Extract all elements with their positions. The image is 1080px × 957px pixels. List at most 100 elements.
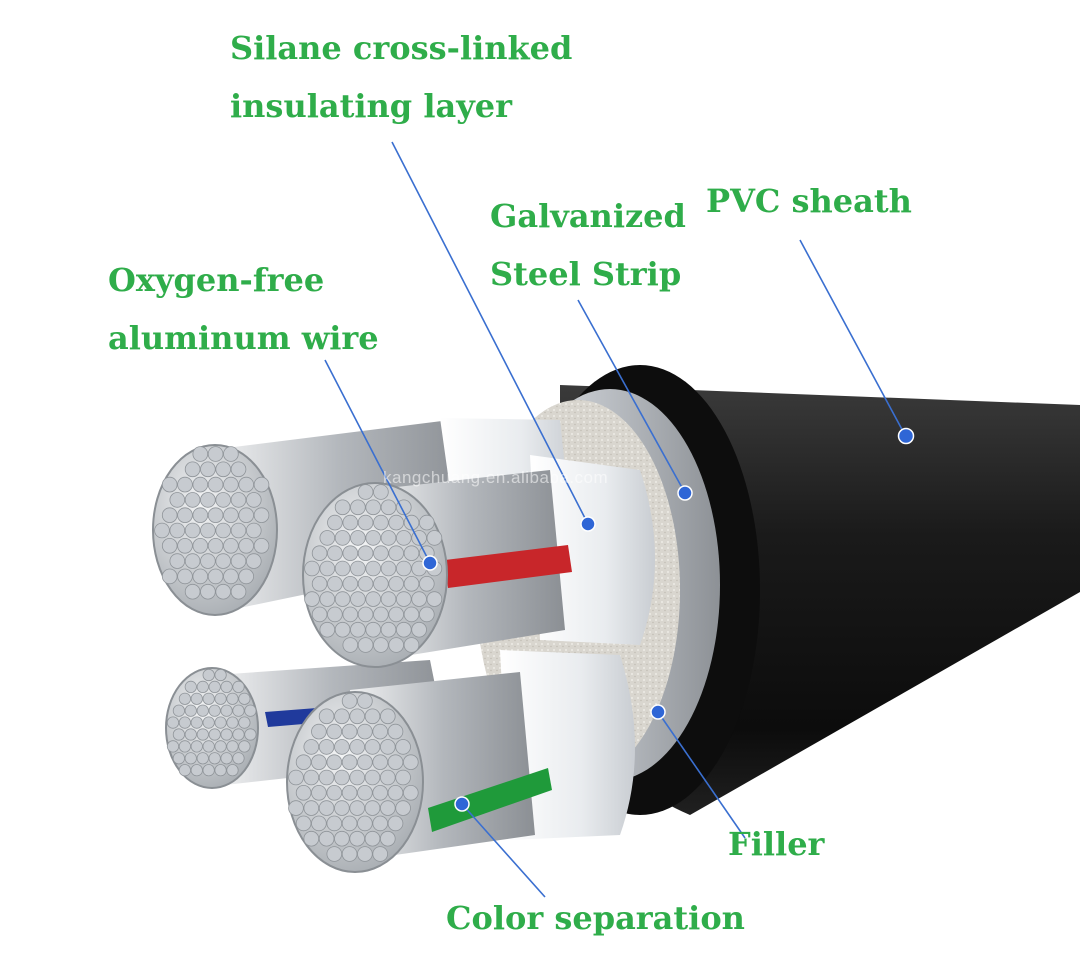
- strand-0: [230, 553, 247, 569]
- strand-3: [341, 723, 358, 740]
- strand-2: [395, 621, 412, 638]
- strand-0: [192, 537, 209, 554]
- strand-0: [238, 507, 255, 524]
- strand-0: [161, 537, 178, 554]
- strand-3: [357, 754, 373, 770]
- strand-3: [303, 739, 320, 755]
- strand-3: [395, 739, 411, 755]
- strand-1: [232, 680, 245, 694]
- strand-3: [364, 800, 381, 816]
- strand-2: [334, 560, 351, 577]
- strand-1: [208, 680, 221, 694]
- leader-filler: [657, 711, 746, 839]
- label-steel-line2: Steel Strip: [490, 255, 682, 293]
- strand-1: [202, 668, 215, 682]
- strand-0: [192, 476, 209, 493]
- strand-3: [387, 754, 404, 770]
- strand-0: [223, 446, 239, 462]
- strand-1: [184, 728, 197, 741]
- strand-3: [295, 754, 312, 770]
- dot-steel: [677, 485, 693, 501]
- strand-3: [349, 708, 366, 725]
- strand-1: [190, 740, 203, 753]
- strand-1: [178, 740, 191, 753]
- leader-silane: [391, 141, 589, 525]
- strand-2: [357, 484, 374, 500]
- strand-1: [214, 668, 227, 682]
- strand-3: [349, 830, 366, 847]
- label-steel-line1: Galvanized: [490, 197, 686, 235]
- strand-3: [349, 769, 366, 786]
- strand-1: [172, 752, 185, 765]
- strand-3: [357, 784, 373, 801]
- strand-0: [215, 492, 232, 508]
- strand-2: [334, 530, 351, 546]
- strand-3: [364, 708, 381, 725]
- strand-1: [226, 764, 239, 777]
- label-silane-line1: Silane cross-linked: [230, 29, 573, 67]
- strand-1: [244, 704, 257, 717]
- strand-2: [411, 591, 427, 607]
- strand-3: [334, 739, 350, 755]
- strand-0: [230, 522, 247, 539]
- strand-1: [226, 716, 239, 729]
- strand-0: [215, 522, 232, 539]
- strand-2: [373, 575, 389, 592]
- strand-1: [214, 764, 227, 777]
- strand-0: [184, 583, 201, 600]
- strand-2: [365, 499, 382, 516]
- strand-0: [200, 553, 216, 569]
- strand-3: [379, 769, 396, 786]
- strand-1: [202, 740, 215, 753]
- strand-0: [230, 492, 247, 508]
- strand-3: [303, 769, 320, 786]
- strand-1: [202, 692, 215, 705]
- strand-2: [334, 499, 351, 516]
- strand-1: [214, 692, 227, 705]
- strand-0: [200, 583, 216, 600]
- strand-3: [318, 830, 335, 847]
- label-aluminum-line1: Oxygen-free: [108, 261, 325, 299]
- strand-0: [238, 568, 255, 585]
- strand-2: [365, 560, 382, 577]
- strand-1: [196, 752, 209, 765]
- strand-0: [169, 522, 186, 539]
- strand-2: [327, 514, 343, 531]
- strand-2: [350, 560, 366, 577]
- strand-1: [184, 752, 197, 765]
- strand-1: [232, 704, 245, 717]
- strand-3: [311, 815, 327, 832]
- strand-0: [238, 476, 255, 493]
- strand-2: [365, 591, 382, 607]
- strand-2: [388, 514, 405, 531]
- strand-0: [184, 522, 201, 539]
- strand-2: [311, 545, 328, 561]
- strand-3: [357, 723, 373, 740]
- strand-2: [373, 606, 389, 623]
- strand-3: [357, 693, 373, 709]
- strand-3: [295, 815, 312, 832]
- strand-2: [418, 606, 435, 623]
- strand-2: [342, 545, 359, 561]
- strand-0: [184, 553, 201, 569]
- strand-3: [341, 815, 358, 832]
- dot-pvc: [897, 427, 915, 445]
- strand-0: [177, 568, 193, 585]
- strand-0: [246, 492, 262, 508]
- strand-3: [387, 815, 404, 832]
- strand-0: [200, 492, 216, 508]
- strand-2: [357, 637, 374, 653]
- strand-0: [200, 461, 216, 478]
- strand-3: [402, 754, 419, 770]
- strand-2: [350, 591, 366, 607]
- leader-steel: [577, 299, 686, 494]
- strand-3: [379, 708, 396, 725]
- strand-3: [364, 769, 381, 786]
- strand-3: [303, 830, 320, 847]
- strand-1: [226, 692, 239, 705]
- strand-2: [373, 545, 389, 561]
- strand-3: [311, 784, 327, 801]
- strand-texture: [154, 446, 443, 862]
- strand-3: [364, 830, 381, 847]
- strand-3: [318, 708, 335, 725]
